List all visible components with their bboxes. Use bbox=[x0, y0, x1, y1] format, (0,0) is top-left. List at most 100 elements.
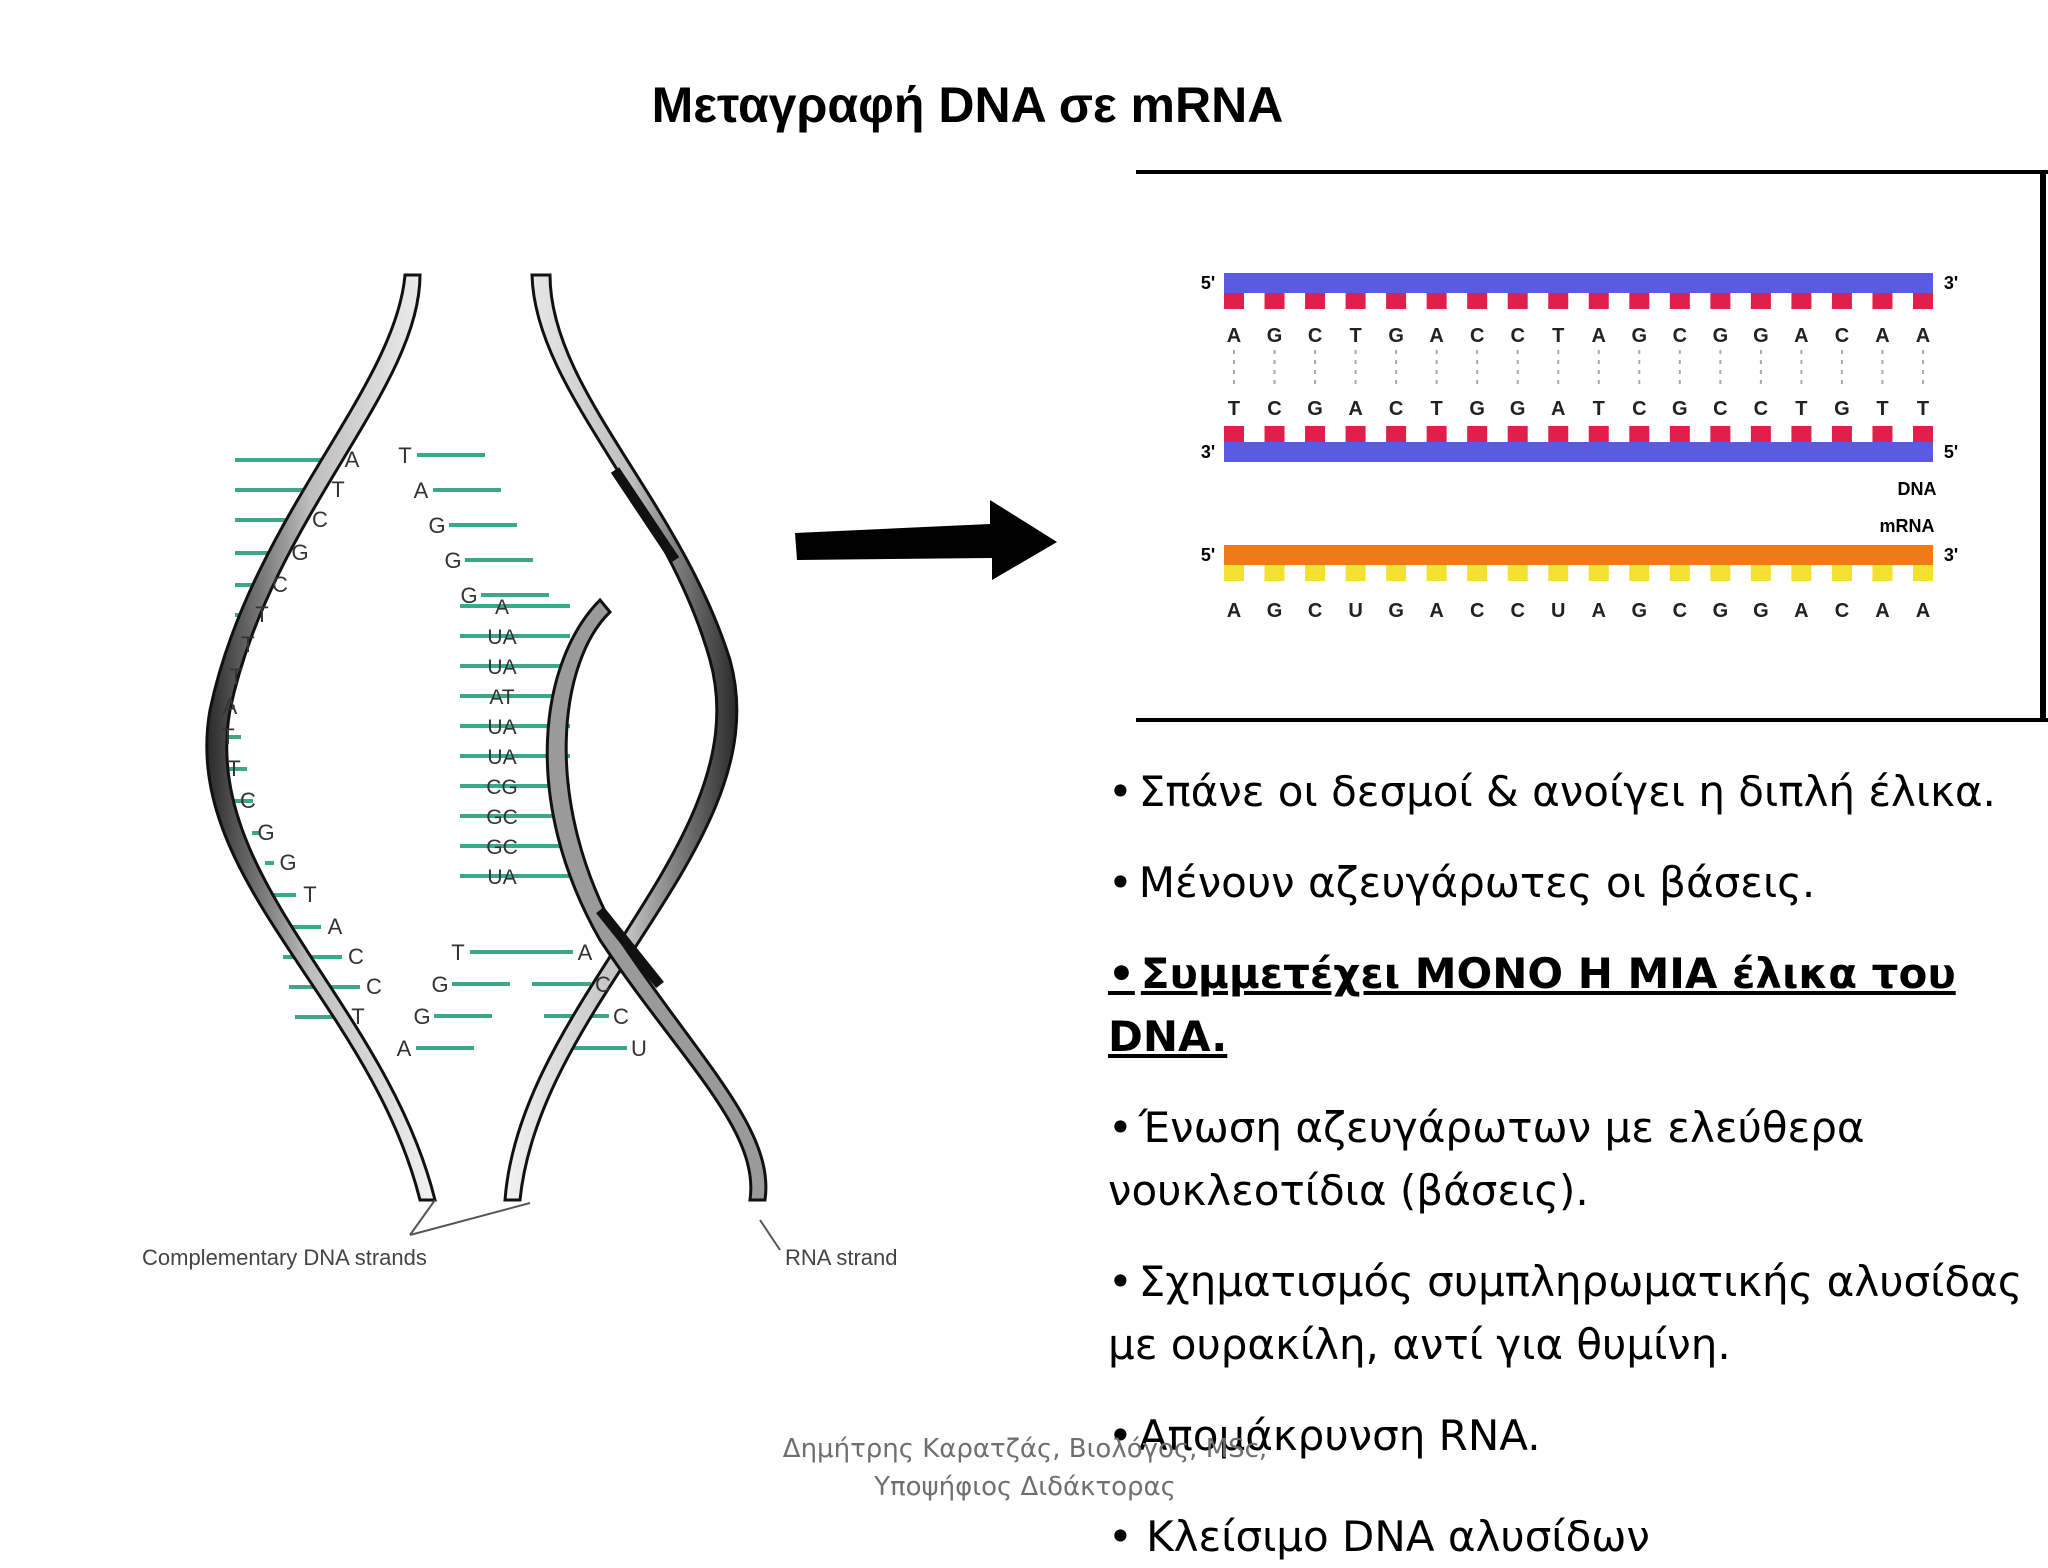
bullet-item: •Σπάνε οι δεσμοί & ανοίγει η διπλή έλικα… bbox=[1108, 767, 1996, 816]
mrna-letter: A bbox=[1875, 600, 1889, 622]
rna-pair-letter: UA bbox=[487, 626, 516, 649]
base-letter: T bbox=[241, 632, 254, 657]
dna-bottom-letter: G bbox=[1834, 398, 1850, 420]
mrna-letter: C bbox=[1835, 600, 1849, 622]
base-letter: T bbox=[351, 1004, 364, 1029]
dna-base-block bbox=[1467, 426, 1488, 442]
dna-base-block bbox=[1629, 426, 1650, 442]
mrna-base-block bbox=[1264, 565, 1285, 581]
dna-base-block bbox=[1507, 426, 1528, 442]
rna-pair-letter: GC bbox=[486, 806, 518, 829]
dna-bottom-letter: C bbox=[1754, 398, 1768, 420]
mrna-base-block bbox=[1913, 565, 1933, 581]
end-label: 3' bbox=[1201, 442, 1215, 462]
base-letter: T bbox=[229, 664, 242, 689]
dna-base-block bbox=[1345, 293, 1366, 309]
dna-top-letter: A bbox=[1794, 325, 1808, 347]
dna-base-block bbox=[1224, 426, 1244, 442]
dna-bottom-letter: G bbox=[1307, 398, 1323, 420]
base-letter: C bbox=[348, 944, 364, 969]
mrna-base-block bbox=[1669, 565, 1690, 581]
base-letter: T bbox=[227, 756, 240, 781]
mrna-letter: C bbox=[1673, 600, 1687, 622]
dna-top-letter: A bbox=[1429, 325, 1443, 347]
dna-base-block bbox=[1791, 293, 1812, 309]
mrna-label: mRNA bbox=[1879, 516, 1934, 536]
mrna-base-block bbox=[1224, 565, 1244, 581]
rna-pair-letter: UA bbox=[487, 866, 516, 889]
end-label: 5' bbox=[1944, 442, 1958, 462]
dna-base-block bbox=[1588, 293, 1609, 309]
left-dna-strand bbox=[205, 273, 437, 1202]
bullet-item: •Μένουν αζευγάρωτες οι βάσεις. bbox=[1108, 858, 1816, 907]
dna-bottom-letter: G bbox=[1510, 398, 1526, 420]
dna-bottom-letter: T bbox=[1876, 398, 1888, 420]
rna-pair-letter: A bbox=[495, 596, 509, 619]
dna-top-letter: C bbox=[1673, 325, 1687, 347]
dna-bottom-letter: T bbox=[1431, 398, 1443, 420]
dna-base-block bbox=[1264, 426, 1285, 442]
base-letter: C bbox=[366, 974, 382, 999]
dna-top-letter: C bbox=[1308, 325, 1322, 347]
end-label: 5' bbox=[1201, 273, 1215, 293]
base-letter: C bbox=[312, 507, 328, 532]
mrna-letter: G bbox=[1632, 600, 1648, 622]
base-letter: G bbox=[460, 583, 477, 608]
right-arrow-icon bbox=[795, 500, 1057, 580]
mrna-letter: C bbox=[1470, 600, 1484, 622]
base-letter: T bbox=[331, 477, 344, 502]
mrna-base-block bbox=[1548, 565, 1569, 581]
dna-base-block bbox=[1305, 293, 1326, 309]
dna-top-letter: C bbox=[1835, 325, 1849, 347]
mrna-base-block bbox=[1467, 565, 1488, 581]
base-letter: T bbox=[303, 882, 316, 907]
dna-top-letter: G bbox=[1713, 325, 1729, 347]
dna-base-block bbox=[1507, 293, 1528, 309]
mrna-letter: C bbox=[1308, 600, 1322, 622]
mrna-letter: A bbox=[1592, 600, 1606, 622]
base-letter: G bbox=[413, 1004, 430, 1029]
dna-base-block bbox=[1224, 293, 1244, 309]
dna-base-block bbox=[1831, 293, 1852, 309]
dna-base-block bbox=[1467, 293, 1488, 309]
bullet-item-emphasis: •Συμμετέχει ΜΟΝΟ Η ΜΙΑ έλικα του DNA. bbox=[1108, 949, 1956, 1061]
dna-top-letter: A bbox=[1592, 325, 1606, 347]
mrna-letter: A bbox=[1916, 600, 1930, 622]
mrna-letter: C bbox=[1510, 600, 1524, 622]
dna-label: DNA bbox=[1898, 479, 1937, 499]
dna-bottom-letter: G bbox=[1469, 398, 1485, 420]
bullet-list: •Σπάνε οι δεσμοί & ανοίγει η διπλή έλικα… bbox=[1108, 760, 2038, 1495]
dna-base-block bbox=[1913, 426, 1933, 442]
base-letter: G bbox=[291, 540, 308, 565]
dna-top-letter: A bbox=[1875, 325, 1889, 347]
base-letter: A bbox=[414, 478, 429, 503]
dna-top-letter: A bbox=[1916, 325, 1930, 347]
dna-base-block bbox=[1750, 426, 1771, 442]
direction-marker bbox=[610, 467, 680, 563]
mrna-base-block bbox=[1345, 565, 1366, 581]
mrna-letter: U bbox=[1348, 600, 1362, 622]
dna-top-letter: G bbox=[1267, 325, 1283, 347]
dna-top-letter: G bbox=[1753, 325, 1769, 347]
dna-base-block bbox=[1588, 426, 1609, 442]
dna-base-block bbox=[1386, 426, 1407, 442]
slide-title: Μεταγραφή DNA σε mRNA bbox=[651, 77, 1284, 133]
dna-top-letter: C bbox=[1510, 325, 1524, 347]
mrna-letter: A bbox=[1794, 600, 1808, 622]
dna-base-block bbox=[1426, 426, 1447, 442]
mrna-base-block bbox=[1750, 565, 1771, 581]
dna-base-block bbox=[1548, 293, 1569, 309]
bullet-item: •Απομάκρυνση RNA. bbox=[1108, 1411, 1541, 1460]
direction-marker bbox=[596, 906, 664, 989]
dna-base-block bbox=[1629, 293, 1650, 309]
dna-base-block bbox=[1305, 426, 1326, 442]
base-letter: T bbox=[221, 724, 234, 749]
base-letter: G bbox=[431, 972, 448, 997]
end-label: 5' bbox=[1201, 545, 1215, 565]
rna-rungs bbox=[416, 453, 627, 1050]
dna-base-block bbox=[1872, 426, 1893, 442]
base-letter: C bbox=[240, 788, 256, 813]
